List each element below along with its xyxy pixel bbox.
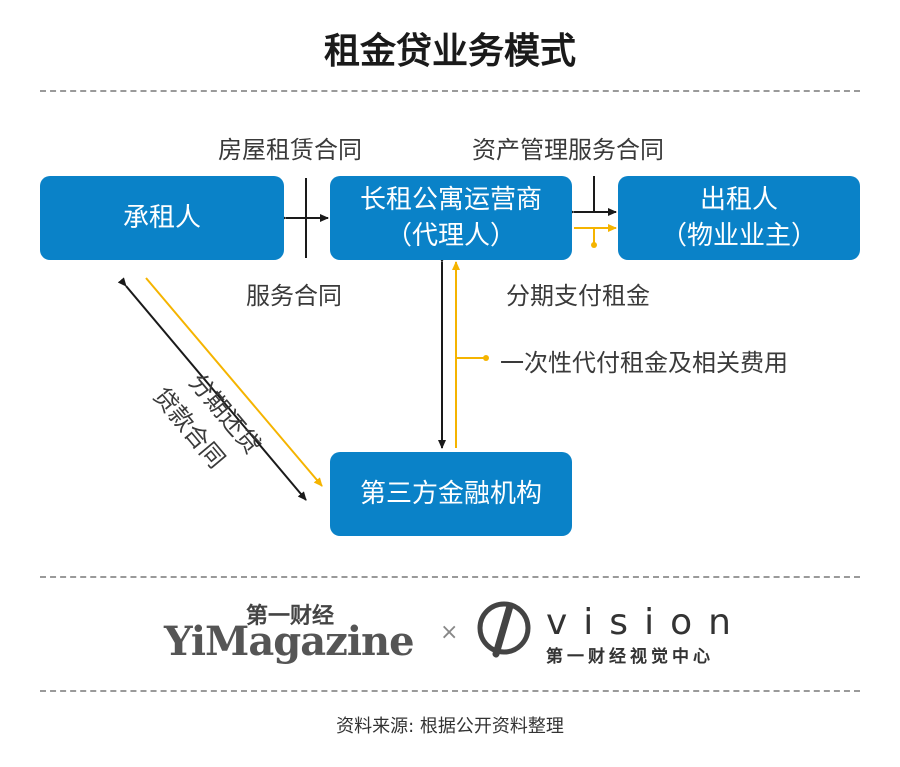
installment-rent-dot [591,242,597,248]
loan-contract-arrow [117,277,307,501]
one-time-payment-label: 一次性代付租金及相关费用 [500,349,788,377]
tenant-box: 承租人 [40,176,284,260]
finance-box: 第三方金融机构 [330,452,572,536]
one-time-payment-dot [483,355,489,361]
vision-subtitle: 第一财经视觉中心 [546,647,714,667]
operator-sublabel: （代理人） [385,221,516,251]
operator-box: 长租公寓运营商 （代理人） [330,176,572,260]
middle-divider [40,576,860,578]
installment-repay-arrow [145,277,323,487]
page-title: 租金贷业务模式 [323,31,576,72]
finance-label: 第三方金融机构 [359,479,542,509]
installment-rent-label: 分期支付租金 [506,282,650,310]
vision-mark-icon [477,601,531,658]
bottom-divider [40,690,860,692]
tenant-label: 承租人 [122,203,201,233]
times-separator: × [440,620,459,645]
landlord-sublabel: （物业业主） [660,221,817,251]
service-contract-label: 服务合同 [246,282,342,310]
source-note: 资料来源: 根据公开资料整理 [336,716,564,737]
asset-mgmt-contract-label: 资产管理服务合同 [472,136,664,164]
top-divider [40,90,860,92]
yimagazine-logo: YiMagazine [164,618,415,665]
vision-logo-text: vision [546,602,747,643]
operator-label: 长租公寓运营商 [359,185,542,215]
landlord-box: 出租人 （物业业主） [618,176,860,260]
landlord-label: 出租人 [699,185,778,215]
yicai-logo-cn: 第一财经 [246,604,335,629]
lease-contract-label: 房屋租赁合同 [218,136,362,164]
